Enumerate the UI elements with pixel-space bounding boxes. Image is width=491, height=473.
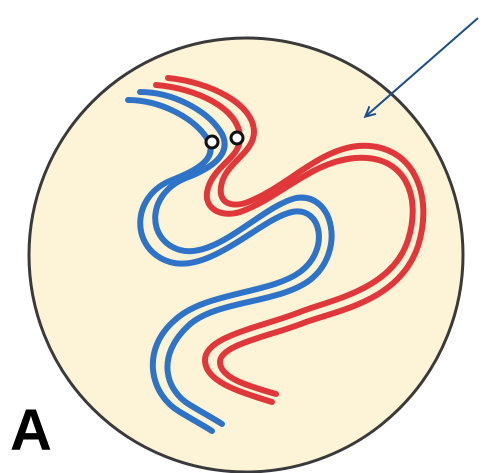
centromere-marker-left (206, 136, 218, 148)
panel-label: A (10, 402, 52, 460)
pointer-arrow (366, 18, 478, 116)
centromere-marker-right (231, 132, 243, 144)
